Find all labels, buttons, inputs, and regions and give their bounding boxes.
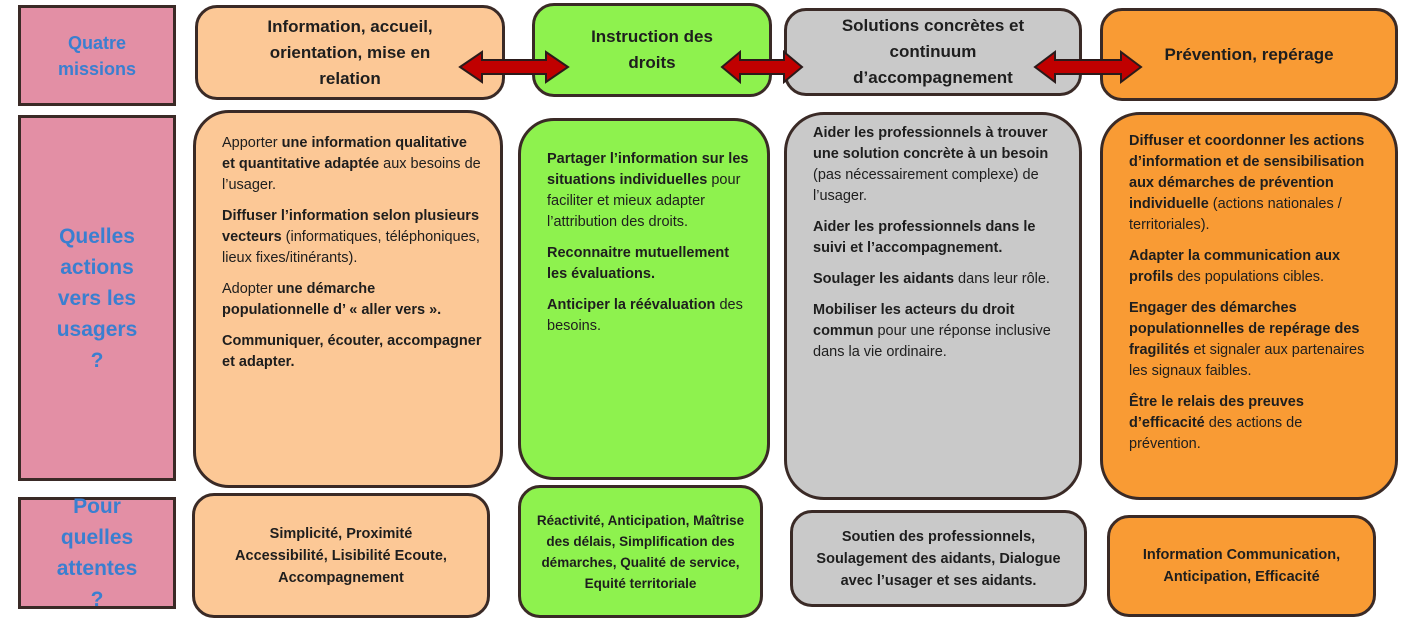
bold-text: Diffuser l’information selon plusieurs v… bbox=[222, 208, 480, 245]
actions-solutions: Aider les professionnels à trouver une s… bbox=[784, 112, 1082, 500]
attente-text: Simplicité, Proximité Accessibilité, Lis… bbox=[229, 523, 453, 589]
attentes-prevention: Information Communication, Anticipation,… bbox=[1107, 515, 1376, 617]
bold-text: Communiquer, écouter, accompagner et ada… bbox=[222, 333, 482, 370]
action-item: Adapter la communication aux profils des… bbox=[1129, 246, 1377, 288]
actions-information: Apporter une information qualitative et … bbox=[193, 110, 503, 488]
text: (actions nationales / territoriales). bbox=[1129, 196, 1342, 233]
text: aux besoins de l’usager. bbox=[222, 156, 481, 193]
action-item: Apporter une information qualitative et … bbox=[222, 133, 482, 196]
row-label-missions-text: Quatre missions bbox=[57, 32, 137, 79]
action-item: Communiquer, écouter, accompagner et ada… bbox=[222, 331, 482, 373]
attente-text: Soutien des professionnels, Soulagement … bbox=[813, 526, 1064, 592]
bold-text: une information qualitative et quantitat… bbox=[222, 135, 467, 172]
action-item: Aider les professionnels dans le suivi e… bbox=[813, 217, 1061, 259]
bold-text: Aider les professionnels à trouver une s… bbox=[813, 125, 1049, 162]
action-item: Adopter une démarche populationnelle d’ … bbox=[222, 279, 482, 321]
row-label-missions: Quatre missions bbox=[18, 5, 176, 106]
action-item: Engager des démarches populationnelles d… bbox=[1129, 298, 1377, 382]
attentes-information: Simplicité, Proximité Accessibilité, Lis… bbox=[192, 493, 490, 618]
bold-text: Partager l’information sur les situation… bbox=[547, 151, 749, 188]
mission-title: Prévention, repérage bbox=[1164, 44, 1334, 64]
bold-text: Être le relais des preuves d’efficacité bbox=[1129, 394, 1304, 431]
bold-text: Réactivité, Anticipation, Maîtrise des d… bbox=[536, 512, 745, 591]
mission-title: Instruction des droits bbox=[591, 27, 713, 72]
action-item: Soulager les aidants dans leur rôle. bbox=[813, 269, 1061, 290]
double-arrow-icon bbox=[1033, 50, 1143, 84]
bold-text: Information Communication, Anticipation,… bbox=[1142, 547, 1341, 585]
action-item: Aider les professionnels à trouver une s… bbox=[813, 123, 1061, 207]
bold-text: une démarche populationnelle d’ « aller … bbox=[222, 281, 442, 318]
actions-prevention: Diffuser et coordonner les actions d’inf… bbox=[1100, 112, 1398, 500]
mission-droits: Instruction des droits bbox=[532, 3, 772, 97]
row-label-attentes: Pour quelles attentes ? bbox=[18, 495, 176, 611]
mission-information: Information, accueil, orientation, mise … bbox=[195, 5, 505, 100]
double-arrow-icon bbox=[720, 50, 804, 84]
action-item: Diffuser et coordonner les actions d’inf… bbox=[1129, 131, 1377, 236]
bold-text: Anticiper la réévaluation bbox=[547, 297, 716, 313]
bold-text: Soulager les aidants bbox=[813, 271, 955, 287]
row-label-attentes-text: Pour quelles attentes ? bbox=[56, 495, 138, 611]
attente-text: Réactivité, Anticipation, Maîtrise des d… bbox=[535, 510, 746, 594]
action-item: Anticiper la réévaluation des besoins. bbox=[547, 295, 749, 337]
mission-prevention: Prévention, repérage bbox=[1100, 8, 1398, 101]
text: des populations cibles. bbox=[1173, 269, 1325, 285]
bold-text: Engager des démarches populationnelles d… bbox=[1129, 300, 1360, 358]
mission-solutions: Solutions concrètes et continuum d’accom… bbox=[784, 8, 1082, 96]
mission-title: Solutions concrètes et continuum d’accom… bbox=[841, 16, 1025, 87]
row-label-actions: Quelles actions vers les usagers ? bbox=[18, 115, 176, 481]
action-item: Mobiliser les acteurs du droit commun po… bbox=[813, 300, 1061, 363]
bold-text: Mobiliser les acteurs du droit commun bbox=[813, 302, 1015, 339]
actions-droits: Partager l’information sur les situation… bbox=[518, 118, 770, 480]
bold-text: Adapter la communication aux profils bbox=[1129, 248, 1341, 285]
text: Adopter bbox=[222, 281, 277, 297]
action-item: Diffuser l’information selon plusieurs v… bbox=[222, 206, 482, 269]
action-item: Être le relais des preuves d’efficacité … bbox=[1129, 392, 1377, 455]
text: dans leur rôle. bbox=[954, 271, 1050, 287]
text: (informatiques, téléphoniques, lieux fix… bbox=[222, 229, 480, 266]
double-arrow-icon bbox=[458, 50, 570, 84]
row-label-actions-text: Quelles actions vers les usagers ? bbox=[56, 224, 138, 372]
bold-text: Reconnaitre mutuellement les évaluations… bbox=[547, 245, 730, 282]
attente-text: Information Communication, Anticipation,… bbox=[1140, 544, 1343, 588]
bold-text: Aider les professionnels dans le suivi e… bbox=[813, 219, 1036, 256]
action-item: Partager l’information sur les situation… bbox=[547, 149, 749, 233]
mission-title: Information, accueil, orientation, mise … bbox=[267, 16, 433, 88]
text: et signaler aux partenaires les signaux … bbox=[1129, 342, 1365, 379]
bold-text: Simplicité, Proximité Accessibilité, Lis… bbox=[235, 525, 447, 586]
attentes-droits: Réactivité, Anticipation, Maîtrise des d… bbox=[518, 485, 763, 618]
text: (pas nécessairement complexe) de l’usage… bbox=[813, 167, 1039, 204]
text: territoriale bbox=[625, 575, 697, 591]
attentes-solutions: Soutien des professionnels, Soulagement … bbox=[790, 510, 1087, 607]
bold-text: Soutien des professionnels, Soulagement … bbox=[816, 528, 1061, 589]
bold-text: Diffuser et coordonner les actions d’inf… bbox=[1129, 133, 1365, 212]
text: pour faciliter et mieux adapter l’attrib… bbox=[547, 172, 741, 230]
text: Apporter bbox=[222, 135, 282, 151]
text: pour une réponse inclusive dans la vie o… bbox=[813, 323, 1051, 360]
text: des besoins. bbox=[547, 297, 743, 334]
text: des actions de prévention. bbox=[1129, 415, 1303, 452]
action-item: Reconnaitre mutuellement les évaluations… bbox=[547, 243, 749, 285]
